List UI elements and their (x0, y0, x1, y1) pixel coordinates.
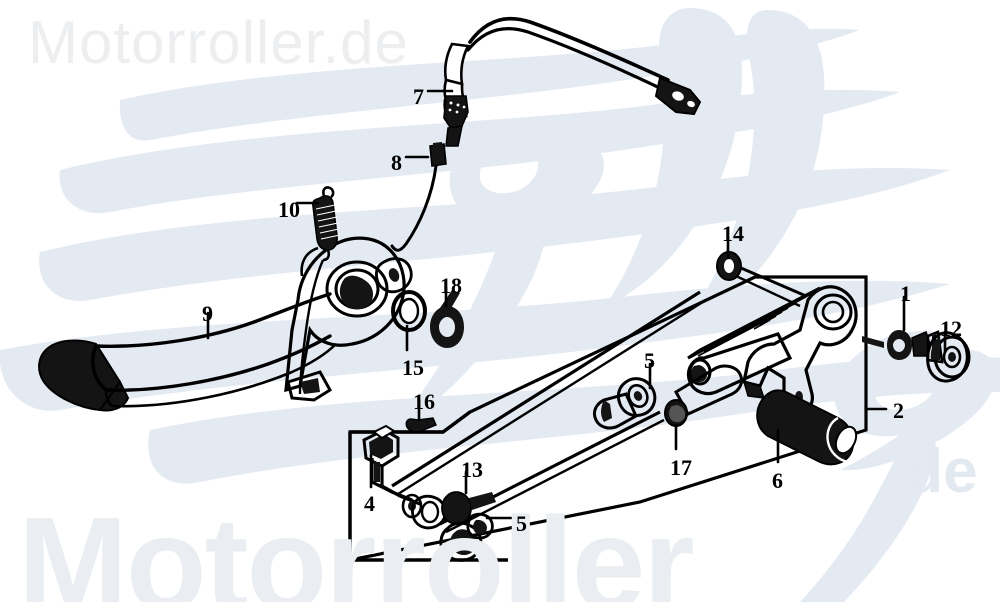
watermark-bottom: Motorroller (18, 490, 695, 602)
watermark-de-suffix: .de (888, 437, 978, 506)
callout-number-14: 14 (722, 221, 744, 246)
brake-cable-assembly (390, 16, 702, 252)
callout-leader-lines (206, 89, 947, 520)
callout-number-5b: 5 (516, 511, 527, 536)
callout-number-12: 12 (940, 316, 962, 341)
callout-number-13: 13 (461, 457, 483, 482)
callout-number-15: 15 (402, 355, 424, 380)
callout-number-6: 6 (772, 468, 783, 493)
shift-lever-body (673, 285, 858, 416)
callout-number-17: 17 (670, 455, 692, 480)
ball-joint-5-middle (592, 377, 657, 430)
callout-number-9: 9 (202, 301, 213, 326)
background-swoosh-group (0, 8, 1000, 602)
callout-number-18: 18 (440, 273, 462, 298)
pivot-bolt-12 (911, 330, 971, 383)
callout-number-1: 1 (900, 281, 911, 306)
shift-pedal-rubber-6 (756, 389, 858, 466)
bolt-16 (405, 417, 437, 433)
bushing-17 (664, 399, 688, 427)
callout-number-10: 10 (278, 197, 300, 222)
callout-number-16: 16 (413, 389, 435, 414)
callout-number-4: 4 (364, 491, 375, 516)
callout-number-2: 2 (893, 398, 904, 423)
callout-number-7: 7 (413, 84, 424, 109)
callout-number-5a: 5 (644, 348, 655, 373)
washer-15 (391, 290, 427, 332)
ball-joint-5-lower (439, 512, 494, 562)
washer-1 (862, 330, 912, 360)
watermark-top: Motorroller.de (28, 9, 409, 76)
callout-number-8: 8 (391, 150, 402, 175)
